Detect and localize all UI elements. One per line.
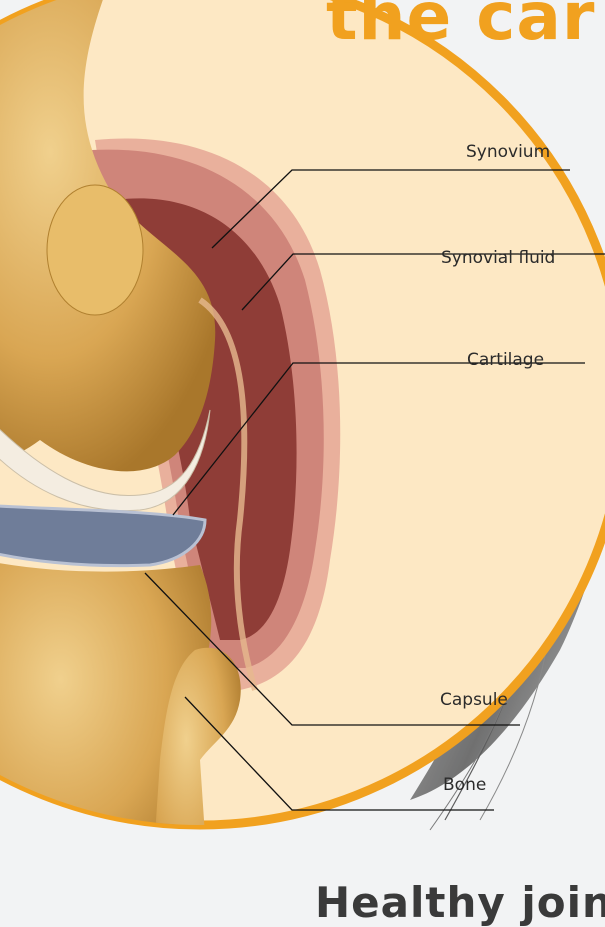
synovial-fluid-label: Synovial fluid [441,248,555,268]
cartilage-label: Cartilage [467,350,544,370]
capsule-label: Capsule [440,690,508,710]
page-heading: the car [326,0,596,55]
synovium-label: Synovium [466,142,550,162]
bone-label: Bone [443,775,486,795]
page-subheading: Healthy joint [315,878,605,927]
